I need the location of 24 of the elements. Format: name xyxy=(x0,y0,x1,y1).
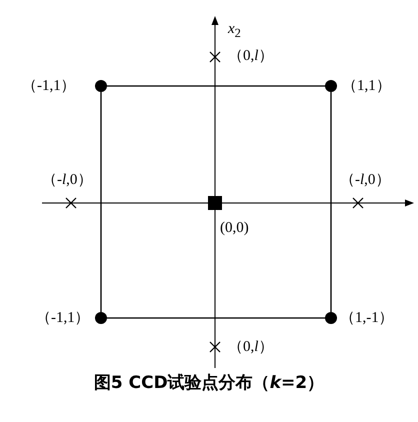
coordinate-label: （1,-1） xyxy=(340,309,394,327)
coordinate-label: (0,0) xyxy=(220,219,249,237)
coordinate-label: （-l,0） xyxy=(340,171,390,189)
figure-caption: 图5 CCD试验点分布（k=2） xyxy=(94,373,324,393)
coordinate-label: （0,l） xyxy=(228,47,274,65)
coordinate-label: （-1,1） xyxy=(22,77,76,95)
coordinate-label: （1,1） xyxy=(342,77,391,95)
axial-point-cross xyxy=(353,198,363,208)
square-side xyxy=(100,92,102,312)
design-point-dot xyxy=(95,312,107,324)
design-point-dot xyxy=(325,312,337,324)
coordinate-label: （0,l） xyxy=(228,338,274,356)
coordinate-label: （-1,1） xyxy=(36,309,90,327)
axis-label: x$_{2}$ xyxy=(228,20,241,42)
coordinate-label: （-l,0） xyxy=(42,171,92,189)
design-point-dot xyxy=(325,80,337,92)
axial-point-cross xyxy=(210,52,220,62)
square-side xyxy=(330,92,332,312)
square-side xyxy=(107,317,325,319)
square-side xyxy=(107,85,325,87)
axial-point-cross xyxy=(210,342,220,352)
design-point-dot xyxy=(95,80,107,92)
axial-point-cross xyxy=(66,198,76,208)
center-point-square xyxy=(208,196,222,210)
